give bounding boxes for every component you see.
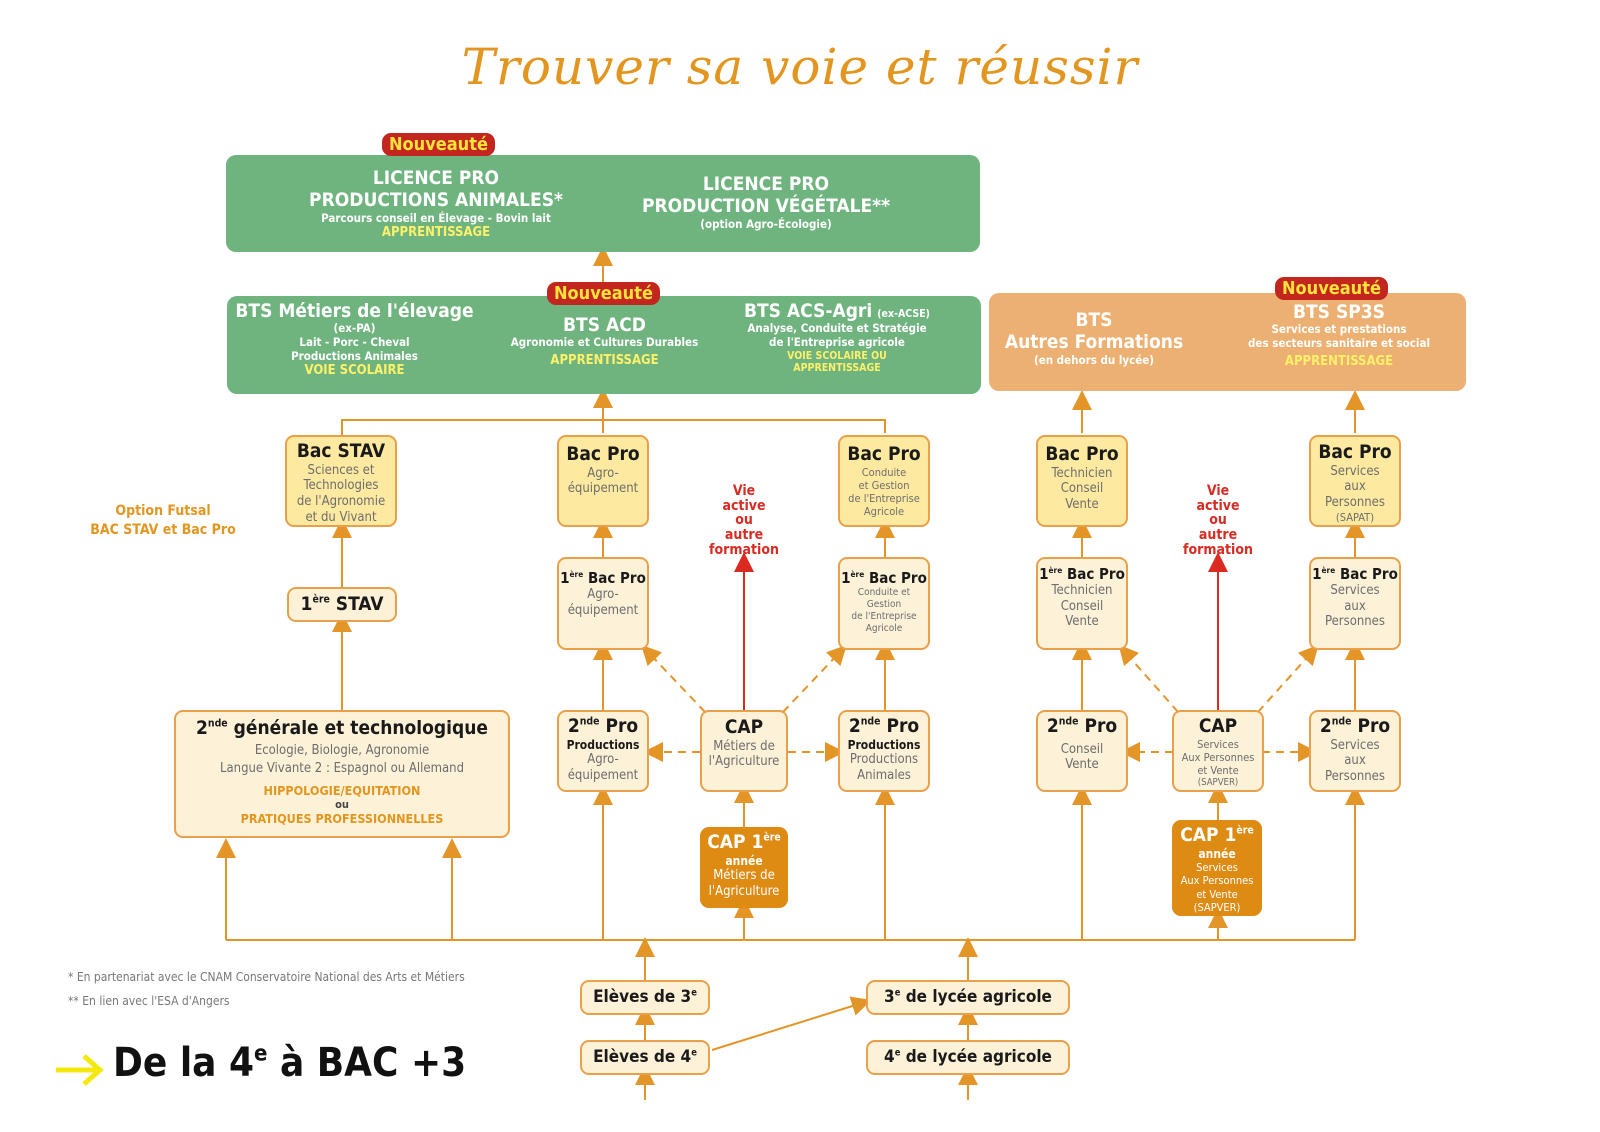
premiere-bac-pro-sap-box: 1ère Bac Pro Services aux Personnes <box>1309 557 1401 650</box>
premiere-bac-pro-cgea-box: 1ère Bac Pro Conduite et Gestion de l'En… <box>838 557 930 650</box>
eleves-3e-box: Elèves de 3e <box>580 980 710 1015</box>
cap-metiers-agriculture-box: CAP Métiers de l'Agriculture <box>700 710 788 792</box>
dash-cap-to-1cgea <box>782 644 847 713</box>
vie-active-label-cap: Vie active ou autre formation <box>709 483 779 558</box>
bracket-bac-to-bts <box>341 419 886 435</box>
cap-sapver-box: CAP Services Aux Personnes et Vente (SAP… <box>1172 710 1264 792</box>
dash-cap-to-1agro <box>641 644 706 713</box>
page-title: Trouver sa voie et réussir <box>461 38 1139 96</box>
seconde-pro-sap-box: 2nde Pro Services aux Personnes <box>1309 710 1401 792</box>
seconde-pro-cv-box: 2nde Pro Conseil Vente <box>1036 710 1128 792</box>
seconde-gt-box: 2nde générale et technologique Ecologie,… <box>174 710 510 838</box>
dash-sapver-to-1tcv <box>1118 644 1179 713</box>
quatrieme-lycee-agricole-box: 4e de lycée agricole <box>866 1040 1070 1075</box>
tagline: De la 4e à BAC +3 <box>113 1040 467 1086</box>
cap1-metiers-agriculture-box: CAP 1ère année Métiers de l'Agriculture <box>700 827 788 908</box>
option-futsal-note: Option Futsal BAC STAV et Bac Pro <box>90 503 236 538</box>
bts-metiers-elevage: BTS Métiers de l'élevage (ex-PA) Lait - … <box>235 300 474 379</box>
new-badge-licence: Nouveauté <box>382 133 495 156</box>
cap1-sapver-box: CAP 1ère année Services Aux Personnes et… <box>1172 820 1262 916</box>
troisieme-lycee-agricole-box: 3e de lycée agricole <box>866 980 1070 1015</box>
bts-tan-panel: BTS Autres Formations (en dehors du lycé… <box>989 293 1466 391</box>
bac-pro-tcv-box: Bac Pro Technicien Conseil Vente <box>1036 435 1128 527</box>
bts-autres-formations: BTS Autres Formations (en dehors du lycé… <box>1004 309 1184 367</box>
dash-sapver-to-1sap <box>1257 644 1319 713</box>
footnote-esa: ** En lien avec l'ESA d'Angers <box>68 994 230 1008</box>
seconde-pro-animales-box: 2nde Pro Productions Productions Animale… <box>838 710 930 792</box>
bac-pro-agro-box: Bac Pro Agro- équipement <box>557 435 649 527</box>
eleves-4e-box: Elèves de 4e <box>580 1040 710 1075</box>
licence-productions-animales: LICENCE PRO PRODUCTIONS ANIMALES* Parcou… <box>309 167 563 241</box>
bts-acs-agri: BTS ACS-Agri (ex-ACSE) Analyse, Conduite… <box>743 300 930 374</box>
premiere-stav-box: 1ère STAV <box>287 587 397 622</box>
premiere-bac-pro-tcv-box: 1ère Bac Pro Technicien Conseil Vente <box>1036 557 1128 650</box>
footnote-cnam: * En partenariat avec le CNAM Conservato… <box>68 970 465 984</box>
new-badge-bts-sp3s: Nouveauté <box>1275 277 1388 300</box>
arrow-e4-to-l3 <box>711 996 872 1051</box>
bts-sp3s: BTS SP3S Services et prestations des sec… <box>1248 301 1430 369</box>
vie-active-label-sapver: Vie active ou autre formation <box>1183 483 1253 558</box>
licence-production-vegetale: LICENCE PRO PRODUCTION VÉGÉTALE** (optio… <box>641 173 891 231</box>
bac-pro-sapat-box: Bac Pro Services aux Personnes (SAPAT) <box>1309 435 1401 527</box>
bts-acd: BTS ACD Agronomie et Cultures Durables A… <box>510 314 699 368</box>
new-badge-bts-acd: Nouveauté <box>547 282 660 305</box>
premiere-bac-pro-agro-box: 1ère Bac Pro Agro- équipement <box>557 557 649 650</box>
bts-green-panel: BTS Métiers de l'élevage (ex-PA) Lait - … <box>227 296 981 394</box>
bac-stav-box: Bac STAV Sciences et Technologies de l'A… <box>285 435 397 527</box>
bac-pro-cgea-box: Bac Pro Conduite et Gestion de l'Entrepr… <box>838 435 930 527</box>
seconde-pro-agro-box: 2nde Pro Productions Agro- équipement <box>557 710 649 792</box>
licence-pro-panel: LICENCE PRO PRODUCTIONS ANIMALES* Parcou… <box>226 155 980 252</box>
arrow-right-icon <box>56 1054 104 1086</box>
